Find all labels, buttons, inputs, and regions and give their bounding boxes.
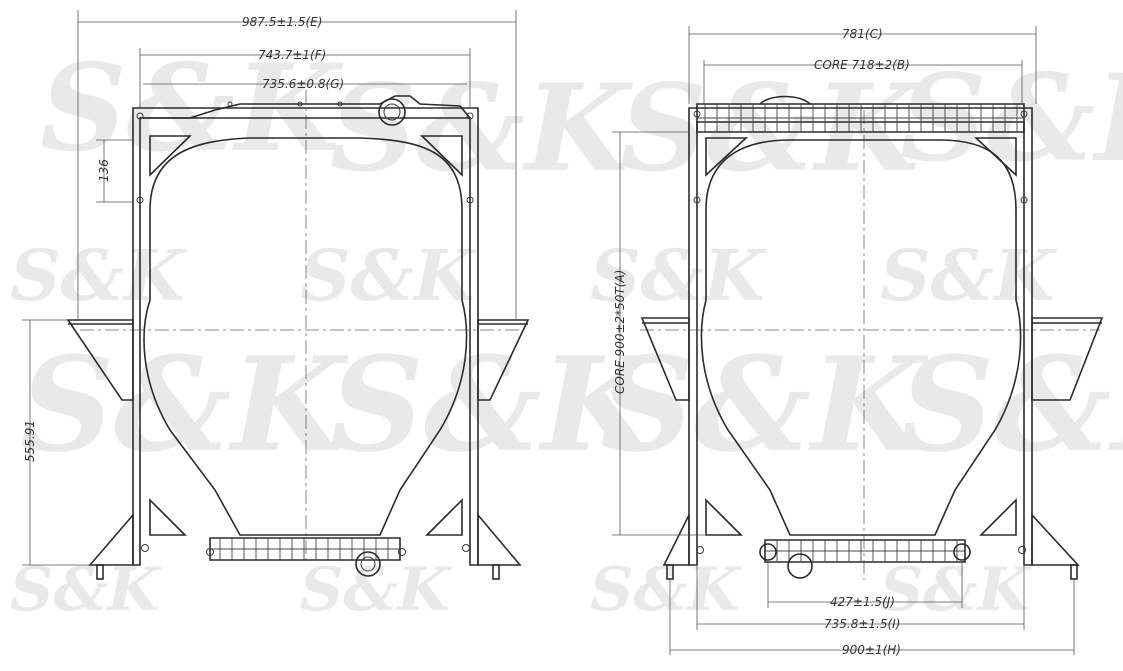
dimension-555-label: 555.91	[23, 420, 37, 462]
left-side-bracket-left	[66, 319, 134, 401]
dimension-e-label: 987.5±1.5(E)	[242, 15, 322, 29]
right-corner-bracket-tr	[973, 137, 1017, 177]
left-radiator-view: 987.5±1.5(E) 743.7±1(F) 735.6±0.8(G) 136…	[22, 10, 530, 580]
right-radiator-view: 781(C) CORE 718±2(B) CORE 900±2*50T(A) 4…	[612, 26, 1104, 657]
left-side-bracket-right	[477, 319, 530, 401]
watermark: S&K	[620, 58, 924, 199]
watermark: S&K	[900, 48, 1123, 189]
right-tank-end-cap-right	[953, 543, 971, 561]
watermark: S&K	[880, 234, 1058, 317]
dimension-i-label: 735.8±1.5(I)	[824, 617, 900, 631]
dimension-h-label: 900±1(H)	[842, 643, 901, 657]
right-top-tank	[696, 103, 1025, 133]
watermark: S&K	[20, 328, 349, 481]
dimension-b-label: CORE 718±2(B)	[814, 58, 910, 72]
right-tank-end-cap-left	[759, 543, 777, 561]
right-top-tank-ribs	[697, 104, 1024, 132]
left-mount-holes	[136, 101, 474, 556]
dimension-c-label: 781(C)	[842, 27, 883, 41]
left-foot-right	[477, 512, 522, 566]
watermark: S&K	[600, 328, 929, 481]
right-bottom-tank	[764, 539, 966, 563]
dimension-j-label: 427±1.5(J)	[830, 595, 895, 609]
right-core-outline	[700, 139, 1022, 536]
left-bottom-tank-ribs	[210, 538, 400, 560]
right-mount-holes	[693, 110, 1028, 554]
left-upper-inlet-inner	[383, 103, 401, 121]
left-lower-outlet	[355, 551, 381, 577]
left-corner-bracket-br	[425, 498, 463, 536]
watermark: S&K	[10, 234, 188, 317]
watermark-layer: S&K S&K S&K S&K S&K S&K S&K S&K S&K S&K …	[10, 38, 1123, 625]
watermark: S&K	[300, 234, 478, 317]
right-dimensions: 781(C) CORE 718±2(B) CORE 900±2*50T(A) 4…	[612, 26, 1075, 657]
right-foot-stud-right	[1070, 564, 1078, 580]
watermark: S&K	[330, 328, 659, 481]
left-foot-left	[88, 512, 134, 566]
dimension-f-label: 743.7±1(F)	[258, 48, 326, 62]
right-foot-right	[1031, 512, 1080, 566]
right-bottom-tank-ribs	[765, 540, 965, 562]
right-foot-stud-left	[666, 564, 674, 580]
left-corner-bracket-bl	[149, 498, 187, 536]
watermark: S&K	[10, 555, 163, 625]
left-foot-stud-left	[96, 564, 104, 580]
left-corner-bracket-tr	[420, 135, 463, 177]
right-top-tank-dome	[759, 95, 811, 105]
watermark: S&K	[900, 328, 1123, 481]
left-core-outline	[143, 137, 468, 536]
left-bottom-tank	[209, 537, 401, 561]
watermark: S&K	[300, 555, 453, 625]
left-upper-inlet	[378, 98, 406, 126]
left-corner-bracket-tl	[149, 135, 192, 177]
left-foot-stud-right	[492, 564, 500, 580]
right-corner-bracket-bl	[705, 498, 743, 536]
right-lower-outlet	[787, 553, 813, 579]
left-lower-outlet-inner	[360, 556, 376, 572]
right-foot-left	[662, 514, 690, 566]
watermark: S&K	[330, 58, 634, 199]
right-side-bracket-right	[1031, 317, 1104, 401]
dimension-136-label: 136	[97, 159, 111, 182]
watermark: S&K	[880, 555, 1033, 625]
dimension-g-label: 735.6±0.8(G)	[262, 77, 344, 91]
right-corner-bracket-tl	[705, 137, 749, 177]
dimension-a-label: CORE 900±2*50T(A)	[613, 270, 627, 394]
right-corner-bracket-br	[979, 498, 1017, 536]
left-dimensions: 987.5±1.5(E) 743.7±1(F) 735.6±0.8(G) 136…	[22, 10, 517, 566]
right-side-bracket-left	[640, 317, 690, 401]
